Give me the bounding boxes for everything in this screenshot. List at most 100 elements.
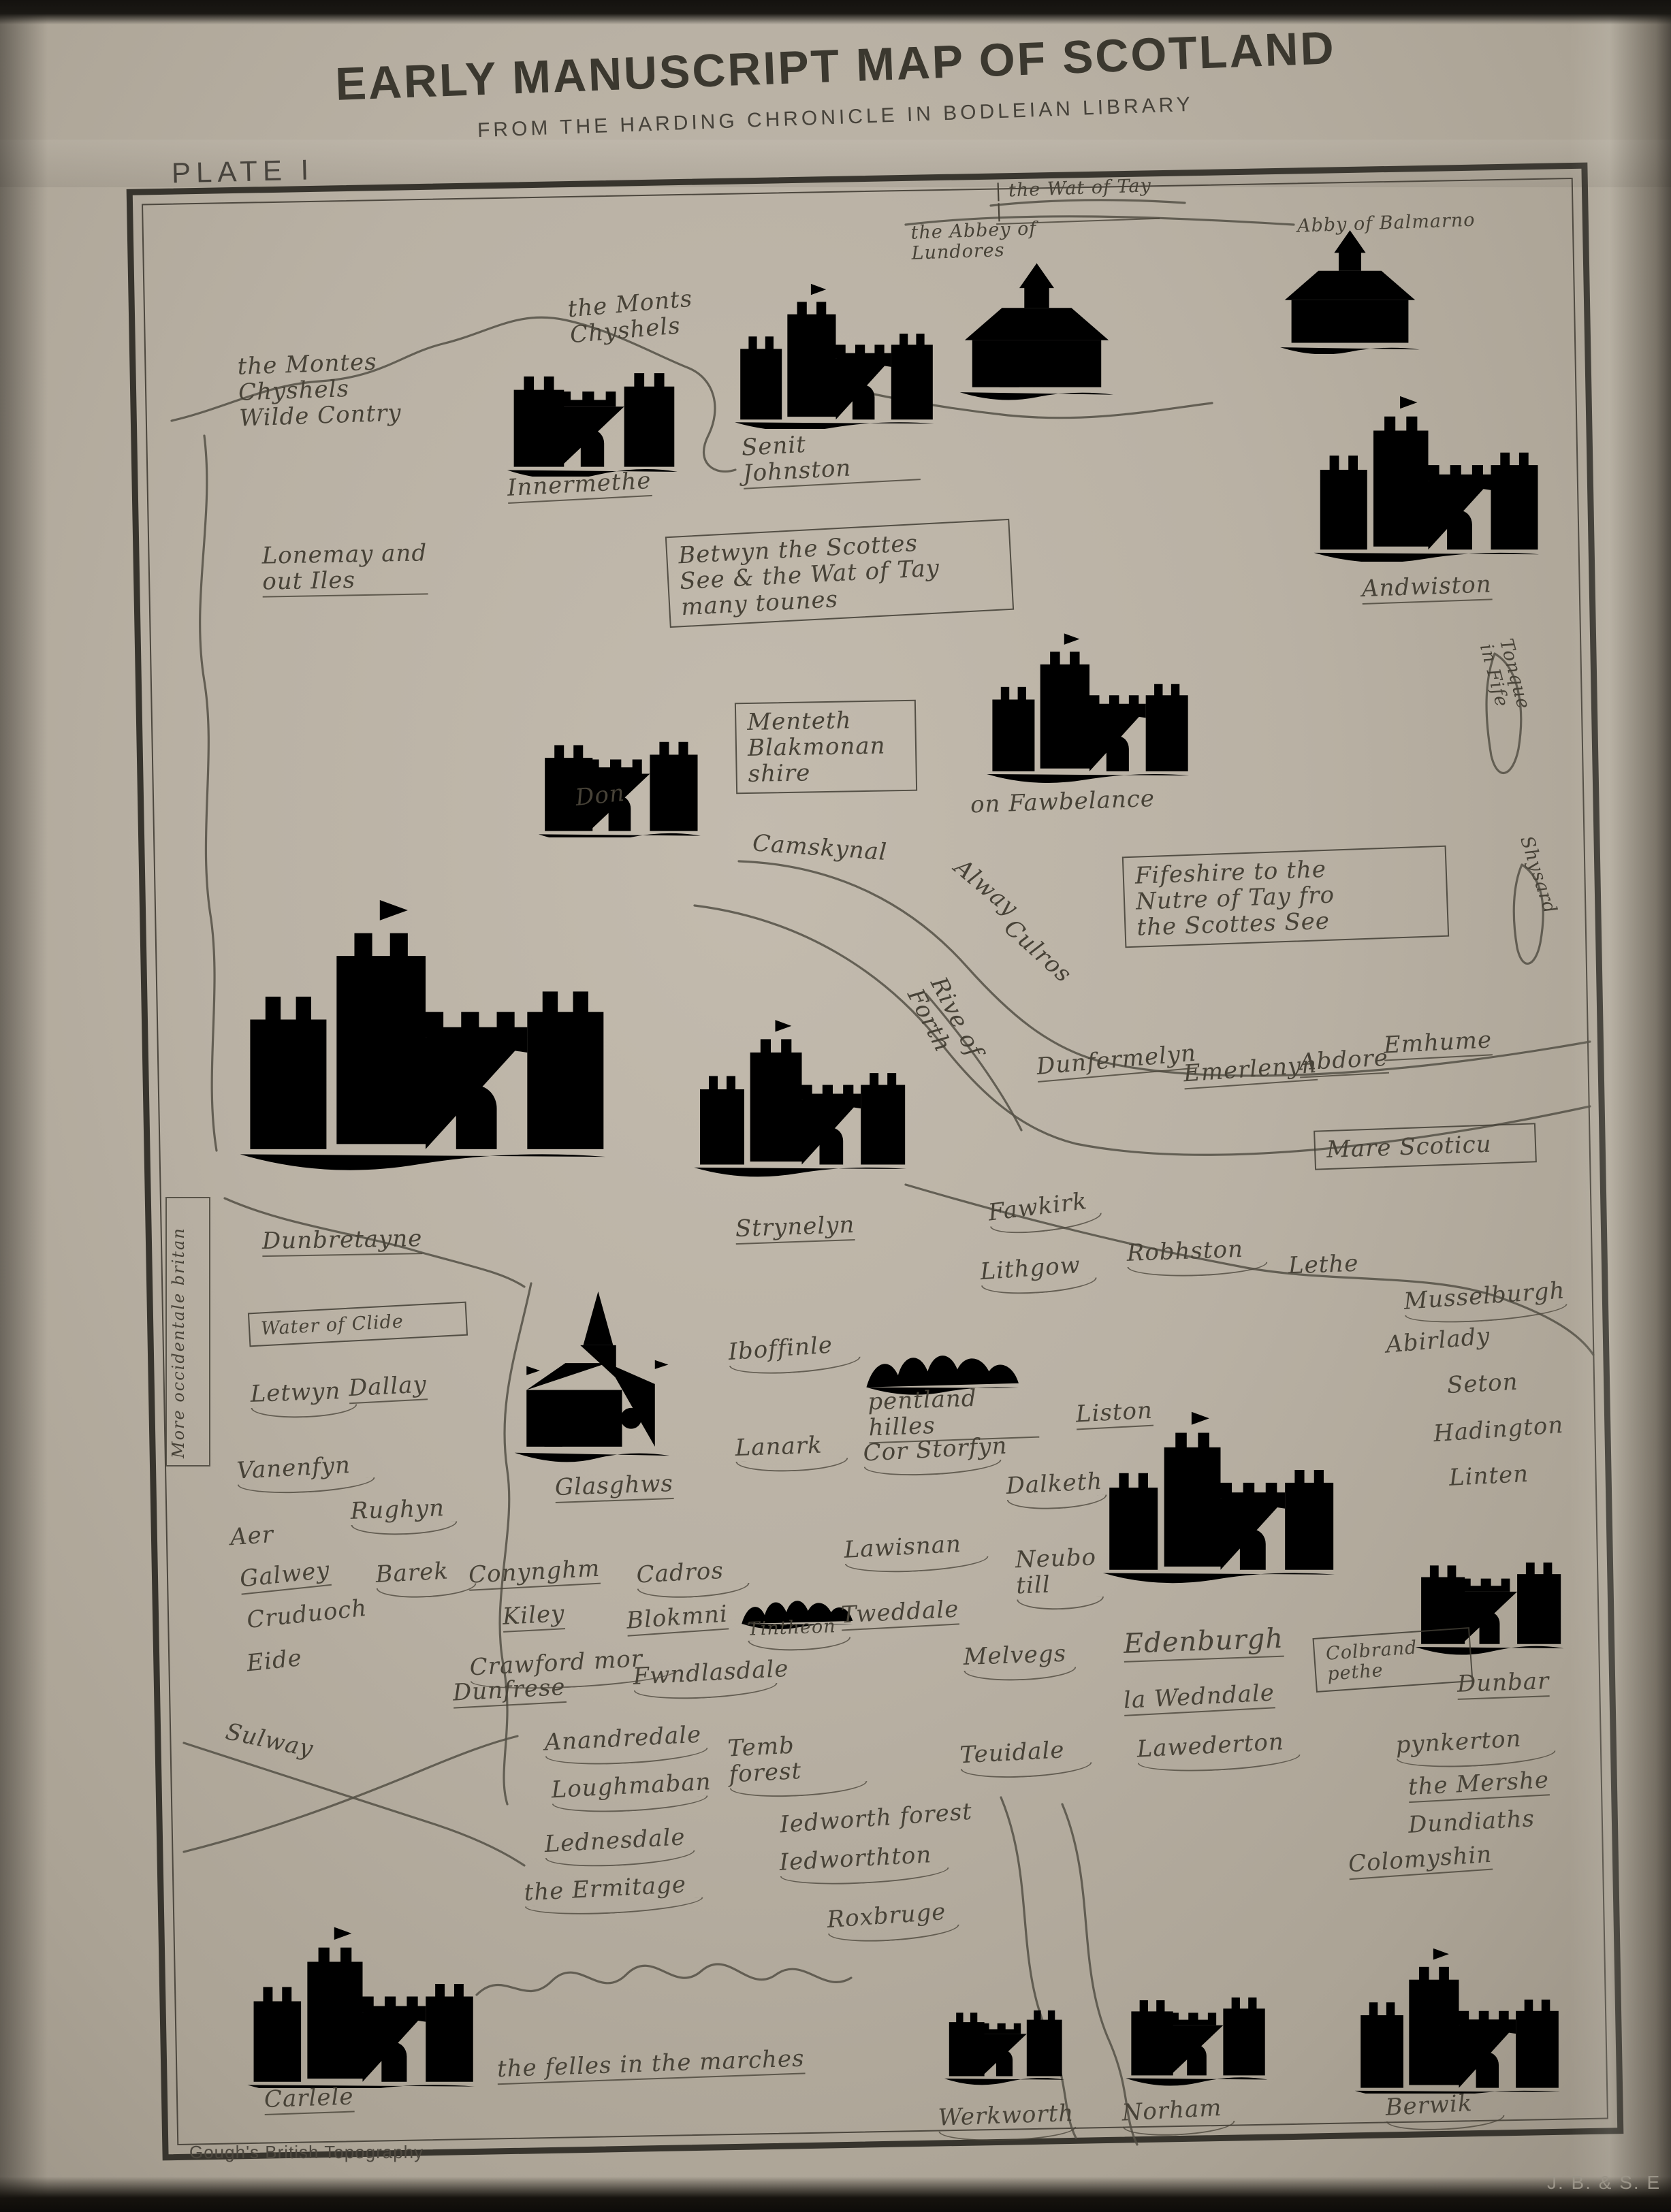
falkland-castle-icon [984, 613, 1195, 786]
senit-johnston-label: Senit Johnston [741, 426, 921, 490]
aer-label: Aer [229, 1520, 296, 1551]
photo-left-shadow [0, 0, 48, 2212]
melvegs-label: Melvegs [963, 1640, 1083, 1682]
barek-label: Barek [375, 1556, 483, 1600]
tweddale-text: Tweddale [840, 1595, 960, 1631]
shysard-label: Shysard [1516, 833, 1569, 944]
culros-label: Culros [999, 914, 1087, 997]
dallay-text: Dallay [348, 1371, 428, 1405]
colomyshin-text: Colomyshin [1348, 1841, 1493, 1880]
sulway-text: Sulway [223, 1718, 316, 1763]
linten-text: Linten [1448, 1460, 1530, 1492]
glasghws-text: Glasghws [554, 1470, 674, 1504]
monte-chyshels-note-text: the Montes Chyshels Wilde Contry [237, 348, 402, 432]
emhume-text: Emhume [1383, 1026, 1493, 1061]
emerlenyn-label: Emerlenyn [1183, 1051, 1318, 1090]
lithgow-label: Lithgow [979, 1251, 1104, 1297]
rive-of-forth-label: Rive of Forth [902, 973, 995, 1087]
cruduoch-text: Cruduoch [245, 1594, 368, 1635]
dundiaths-label: Dundiaths [1407, 1804, 1562, 1839]
norham-castle-icon [1120, 1940, 1273, 2094]
the-mershe-text: the Mershe [1407, 1766, 1550, 1804]
galwey-label: Galwey [238, 1552, 380, 1595]
roxbruge-label: Roxbruge [826, 1897, 968, 1945]
dalketh-text: Dalketh [1005, 1467, 1104, 1501]
temb-forest-label: Temb forest [727, 1728, 877, 1799]
teuidale-text: Teuidale [959, 1736, 1066, 1769]
strynelyn-label: Strynelyn [735, 1211, 895, 1245]
alway-text: Alway [949, 853, 1023, 923]
neubotill-label: Neubo till [1015, 1543, 1109, 1612]
lonemay-label: Lonemay and out Iles [261, 539, 466, 598]
blokmni-text: Blokmni [626, 1601, 729, 1637]
norham-text: Norham [1121, 2094, 1223, 2127]
lednesdale-label: Lednesdale [544, 1823, 706, 1870]
aer-text: Aer [229, 1520, 275, 1552]
tonque-in-fife-text: Tonque in Fife [1475, 636, 1535, 712]
edinburgh-castle-icon [1100, 1355, 1341, 1620]
tonque-in-fife-label: Tonque in Fife [1475, 637, 1541, 746]
abirlady-text: Abirlady [1384, 1322, 1492, 1359]
robhston-text: Robhston [1126, 1235, 1244, 1267]
neubotill-text: Neubo till [1015, 1543, 1097, 1600]
abdore-label: Abdore [1299, 1044, 1392, 1078]
iboffinle-label: Iboffinle [727, 1330, 869, 1377]
lindores-abbey-icon [950, 245, 1124, 415]
iedworthton-label: Iedworthton [779, 1840, 961, 1888]
carlisle-castle-icon [232, 1914, 494, 2088]
innermeith-text: Innermethe [507, 467, 652, 504]
water-of-clide-text: Water of Clide [260, 1311, 404, 1340]
linten-label: Linten [1448, 1460, 1552, 1492]
conynghm-text: Conynghm [468, 1555, 601, 1591]
seton-text: Seton [1446, 1368, 1519, 1400]
mare-scoticu-text: Mare Scoticu [1326, 1130, 1493, 1164]
barek-text: Barek [375, 1557, 449, 1589]
abby-balmarno-text: Abby of Balmarno [1296, 209, 1476, 237]
carlele-label: Carlele [264, 2083, 383, 2116]
lawederton-label: Lawederton [1136, 1727, 1312, 1774]
abbey-lundores-text: the Abbey of Lundores [910, 218, 1037, 264]
menteth-note-label: Menteth Blakmonan shire [734, 699, 918, 795]
rughyn-label: Rughyn [350, 1494, 464, 1537]
kiley-text: Kiley [502, 1600, 566, 1633]
liston-text: Liston [1075, 1397, 1153, 1430]
temb-forest-text: Temb forest [727, 1731, 803, 1789]
mont-chyshels-label: the Monts Chyshels [567, 283, 734, 349]
iedworthton-text: Iedworthton [778, 1841, 933, 1876]
pynkerton-label: pynkerton [1395, 1723, 1567, 1770]
stjohnston-castle-icon [732, 269, 940, 429]
felles-marches-text: the felles in the marches [496, 2045, 806, 2085]
berwik-text: Berwik [1384, 2089, 1474, 2121]
fawbelance-label: on Fawbelance [970, 785, 1181, 818]
vanenfyn-label: Vanenfyn [236, 1450, 385, 1496]
engraver-credit: J. B. & S. E [1547, 2172, 1661, 2193]
loughmaban-text: Loughmaban [550, 1768, 712, 1804]
hadington-label: Hadington [1433, 1411, 1577, 1447]
musselburgh-label: Musselburgh [1403, 1277, 1578, 1327]
colbrand-pethe-label: Colbrand pethe [1312, 1627, 1474, 1693]
camskynal-text: Camskynal [751, 829, 889, 867]
lednesdale-text: Lednesdale [543, 1823, 686, 1859]
stirling-castle-icon [691, 980, 912, 1198]
werkworth-castle-icon [940, 1949, 1069, 2105]
anandredale-label: Anandredale [544, 1720, 720, 1767]
cadros-text: Cadros [635, 1556, 725, 1589]
la-wedndale-label: la Wedndale [1123, 1678, 1305, 1716]
don-text: Don [574, 779, 626, 812]
lanark-label: Lanark [735, 1431, 855, 1473]
dalketh-label: Dalketh [1006, 1468, 1113, 1511]
dunbar-label: Dunbar [1457, 1667, 1570, 1700]
carlele-text: Carlele [264, 2083, 355, 2116]
lawisnan-text: Lawisnan [843, 1530, 962, 1564]
betwix-note-text: Betwyn the Scottes See & the Wat of Tay … [678, 529, 940, 622]
letwyn-text: Letwyn [250, 1377, 341, 1408]
mont-chyshels-text: the Monts Chyshels [567, 285, 694, 349]
dunbretayne-label: Dunbretayne [262, 1225, 433, 1257]
hadington-text: Hadington [1432, 1411, 1565, 1448]
dunbretayne-text: Dunbretayne [262, 1225, 423, 1257]
colomyshin-label: Colomyshin [1348, 1839, 1529, 1880]
dunfrese-text: Dunfrese [452, 1673, 567, 1709]
senit-johnston-text: Senit Johnston [741, 426, 921, 490]
